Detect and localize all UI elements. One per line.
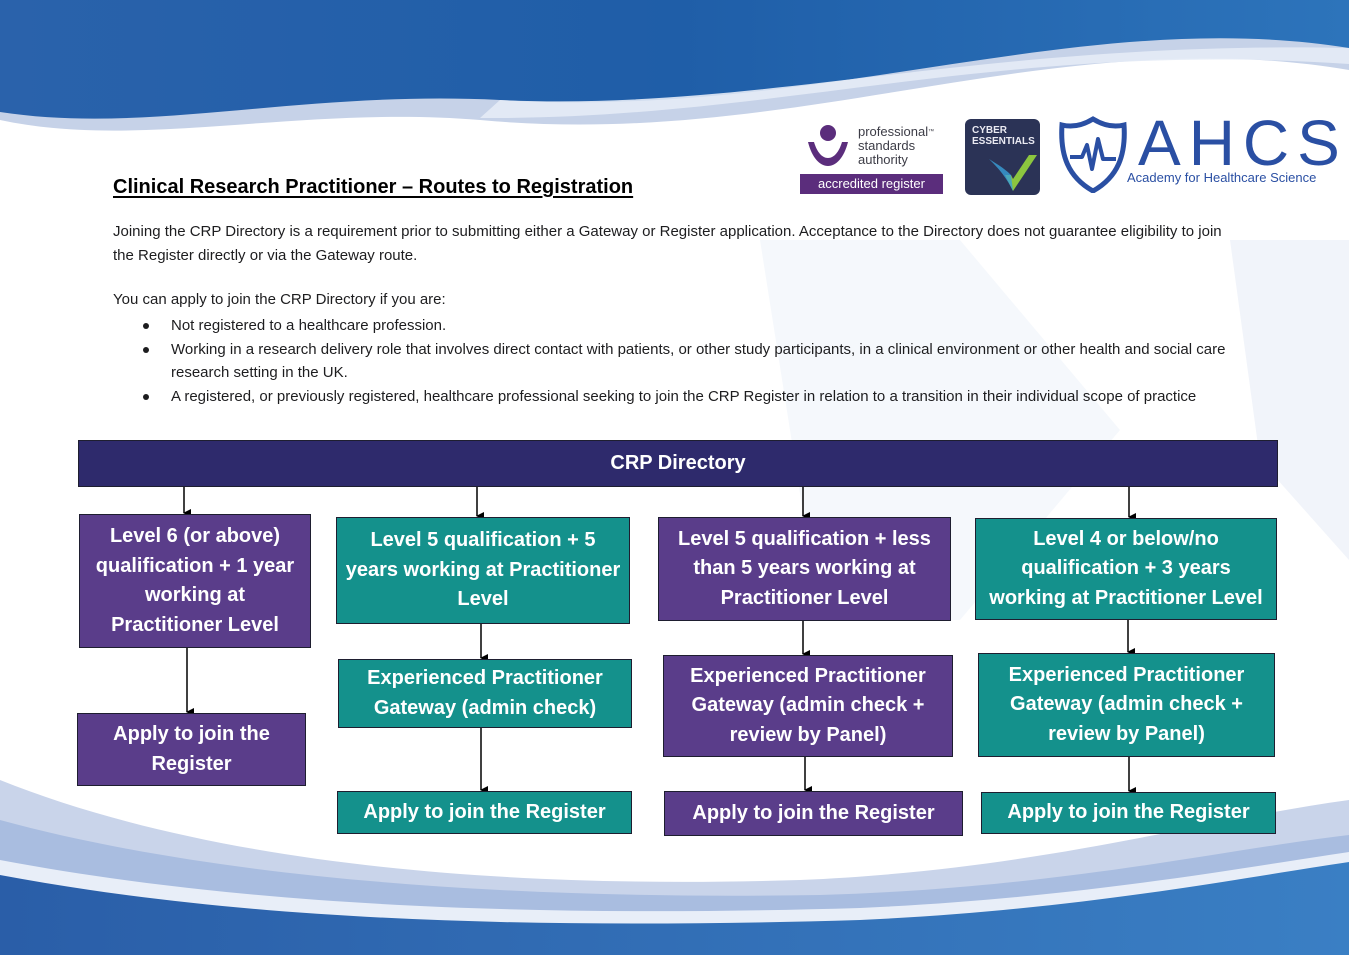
eligibility-lead: You can apply to join the CRP Directory … xyxy=(113,291,446,308)
psa-accredited-register-logo: professional™ standards authority accred… xyxy=(796,118,946,200)
route-3-gateway-box: Experienced Practitioner Gateway (admin … xyxy=(663,655,953,757)
ahcs-wordmark: AHCS xyxy=(1138,107,1348,179)
psa-name: professional™ standards authority xyxy=(858,125,934,167)
list-item: A registered, or previously registered, … xyxy=(113,385,1228,408)
route-4-gateway-box: Experienced Practitioner Gateway (admin … xyxy=(978,653,1275,757)
psa-line-2: standards xyxy=(858,138,916,153)
bullet-icon xyxy=(143,347,149,353)
psa-line-1: professional xyxy=(858,124,929,139)
cyber-line-1: CYBER xyxy=(972,125,1008,136)
eligibility-list: Not registered to a healthcare professio… xyxy=(113,314,1228,409)
intro-paragraph: Joining the CRP Directory is a requireme… xyxy=(113,223,1222,264)
route-3-entry-box: Level 5 qualification + less than 5 year… xyxy=(658,517,951,621)
route-4-outcome-box: Apply to join the Register xyxy=(981,792,1276,834)
list-item: Working in a research delivery role that… xyxy=(113,338,1228,384)
psa-trademark: ™ xyxy=(928,129,935,135)
psa-line-3: authority xyxy=(858,152,908,167)
cyber-essentials-logo: CYBER ESSENTIALS xyxy=(965,119,1040,195)
route-2-gateway-box: Experienced Practitioner Gateway (admin … xyxy=(338,659,632,728)
psa-emblem-icon xyxy=(808,125,848,166)
crp-directory-box: CRP Directory xyxy=(78,440,1278,487)
list-item-text: A registered, or previously registered, … xyxy=(171,388,1197,405)
route-1-outcome-box: Apply to join the Register xyxy=(77,713,306,786)
list-item: Not registered to a healthcare professio… xyxy=(113,314,1228,337)
bullet-icon xyxy=(143,394,149,400)
route-2-entry-box: Level 5 qualification + 5 years working … xyxy=(336,517,630,624)
psa-badge: accredited register xyxy=(800,174,943,194)
list-item-text: Not registered to a healthcare professio… xyxy=(171,317,447,334)
ahcs-logo: AHCS Academy for Healthcare Science xyxy=(1058,109,1340,193)
route-2-outcome-box: Apply to join the Register xyxy=(337,791,632,834)
cyber-line-2: ESSENTIALS xyxy=(972,136,1035,147)
bullet-icon xyxy=(143,323,149,329)
ahcs-subtitle: Academy for Healthcare Science xyxy=(1127,170,1317,185)
route-4-entry-box: Level 4 or below/no qualification + 3 ye… xyxy=(975,518,1277,620)
route-1-entry-box: Level 6 (or above) qualification + 1 yea… xyxy=(79,514,311,648)
checkmark-icon xyxy=(989,155,1037,191)
ahcs-shield-icon xyxy=(1059,116,1127,193)
route-3-outcome-box: Apply to join the Register xyxy=(664,791,963,836)
page-title: Clinical Research Practitioner – Routes … xyxy=(113,176,634,198)
list-item-text: Working in a research delivery role that… xyxy=(171,341,1226,381)
